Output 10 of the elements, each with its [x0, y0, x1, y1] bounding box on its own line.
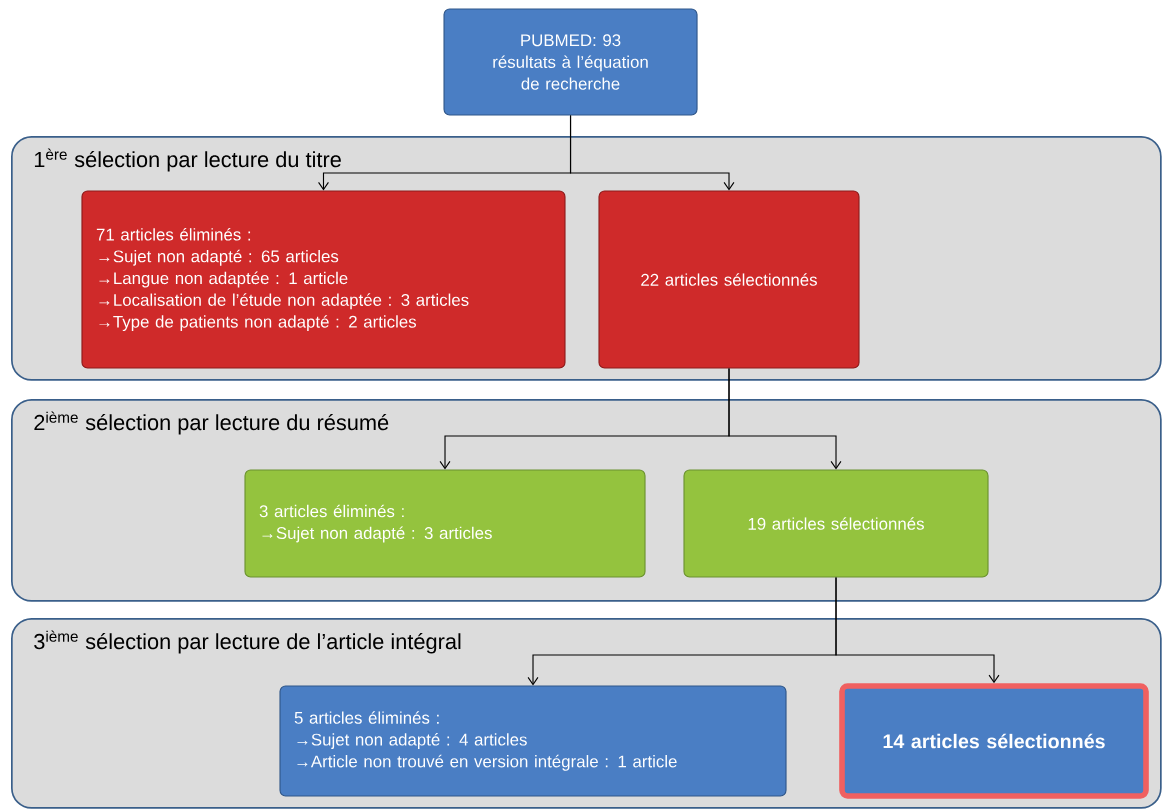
- process-box: 22 articles sélectionnés: [598, 190, 860, 369]
- process-box: 71 articles éliminés : →Sujet non adapté : 65 articles →Langue non adaptée : 1 article →Localisation de l’étude non adaptée : 3 articles →Type de patients non adapté : 2 articles: [81, 190, 566, 369]
- arrow: [728, 368, 842, 470]
- process-box: 3 articles éliminés : →Sujet non adapté : 3 articles: [244, 469, 646, 578]
- arrow: [835, 577, 1000, 684]
- process-box: 19 articles sélectionnés: [683, 469, 989, 578]
- process-box: PUBMED: 93 résultats à l’équation de recherche: [443, 8, 698, 116]
- process-box: 5 articles éliminés : →Sujet non adapté : 4 articles →Article non trouvé en version intégrale : 1 article: [279, 685, 787, 797]
- highlighted-box: 14 articles sélectionnés: [839, 683, 1149, 799]
- arrow: [569, 115, 735, 191]
